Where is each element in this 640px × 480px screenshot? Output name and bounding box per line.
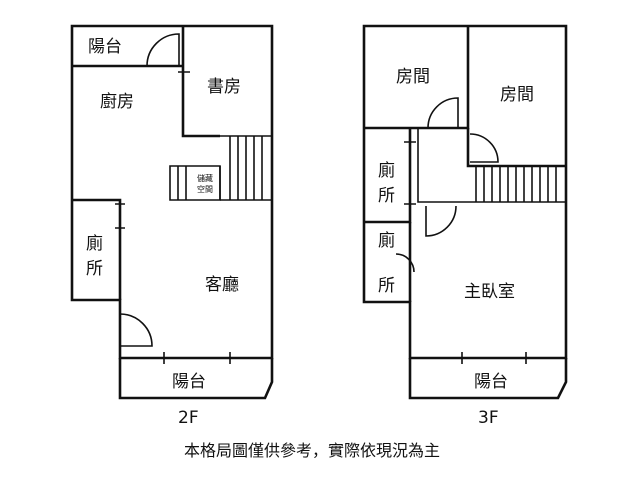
disclaimer-caption: 本格局圖僅供參考，實際依現況為主: [184, 441, 440, 460]
3f-room-left-label: 房間: [396, 67, 430, 87]
2f-door-ticks: [115, 71, 231, 364]
3f-door-room-right: [469, 133, 499, 163]
3f-door-ticks: [404, 141, 527, 364]
2f-toilet-label-line2: 所: [86, 259, 103, 279]
2f-storage-label-line1: 儲藏: [197, 173, 213, 183]
3f-balcony-label: 陽台: [474, 372, 508, 392]
2f-stairs: [177, 136, 272, 201]
3f-door-toilet-b: [395, 253, 415, 273]
2f-toilet-wall: [72, 198, 122, 300]
3f-floor-label: 3F: [478, 408, 499, 428]
2f-living-label: 客廳: [205, 275, 239, 295]
floor-plan-2f: [70, 24, 274, 400]
3f-toilet-b-label-line2: 所: [378, 276, 395, 296]
3f-toilet-a-label-line2: 所: [378, 186, 395, 206]
2f-door-balcony: [146, 33, 180, 67]
3f-door-master: [425, 205, 457, 237]
3f-master-bedroom-label: 主臥室: [464, 282, 515, 302]
2f-balcony-bottom-wall: [118, 358, 274, 400]
3f-room-right-label: 房間: [500, 85, 534, 105]
2f-balcony-top-label: 陽台: [88, 37, 122, 57]
3f-balcony-wall: [408, 358, 568, 400]
2f-study-wall: [181, 26, 220, 138]
3f-stairs: [475, 166, 557, 202]
2f-door-living: [119, 313, 153, 347]
2f-kitchen-label: 廚房: [100, 91, 134, 112]
2f-outer-wall: [70, 24, 274, 360]
2f-storage-label-line2: 空間: [197, 184, 213, 194]
2f-balcony-bottom-label: 陽台: [172, 372, 206, 392]
2f-floor-label: 2F: [178, 408, 199, 428]
floor-plan-3f: [362, 24, 568, 400]
2f-toilet-label-line1: 廁: [86, 233, 103, 254]
3f-toilet-b-label-line1: 廁: [378, 230, 395, 251]
3f-toilet-a-label-line1: 廁: [378, 160, 395, 181]
2f-study-label: 書房: [207, 77, 241, 97]
3f-door-room-left: [427, 97, 459, 129]
3f-room-right-wall: [466, 128, 566, 168]
